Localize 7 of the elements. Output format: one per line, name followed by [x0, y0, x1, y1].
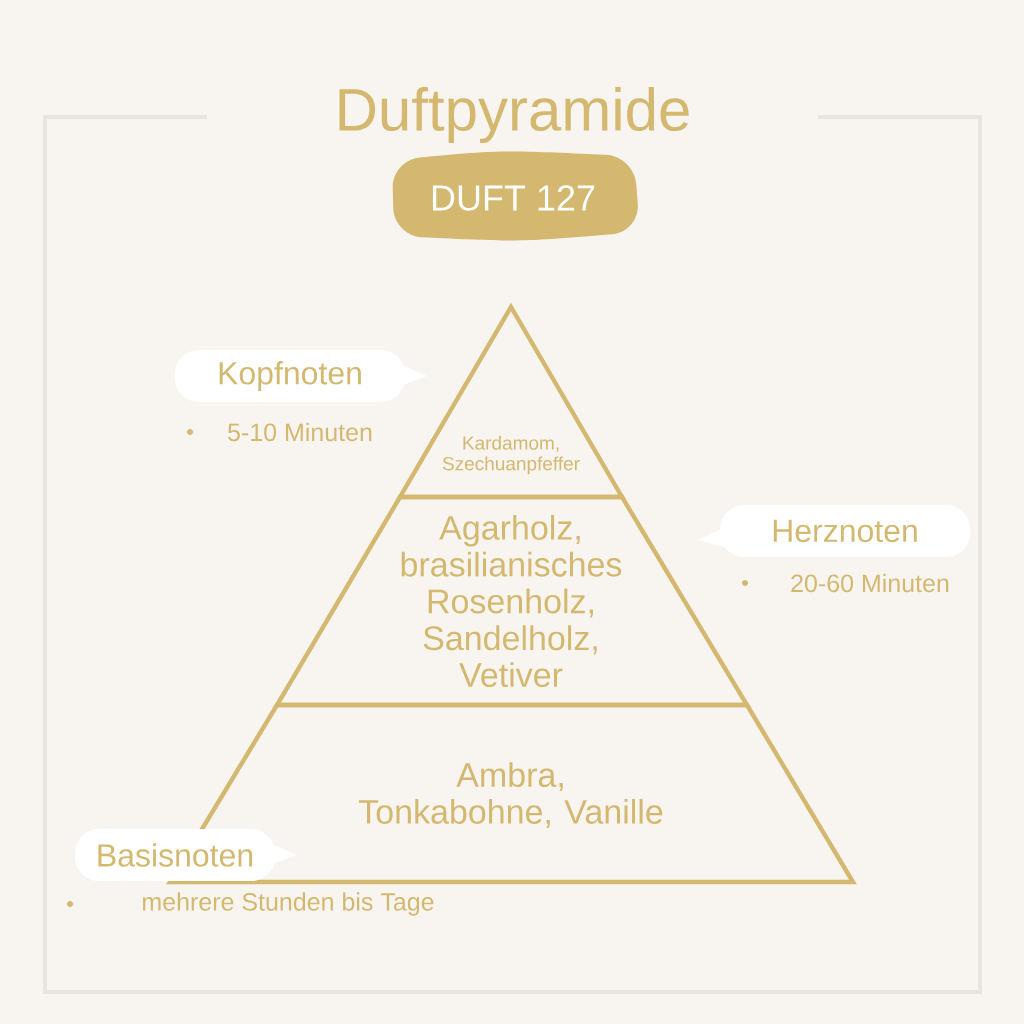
title: Duftpyramide — [339, 87, 689, 143]
duration-text: 5-10 Minuten — [228, 422, 372, 442]
duration-text: mehrere Stunden bis Tage — [143, 892, 434, 916]
speech-bubble: Kopfnoten — [175, 350, 427, 402]
speech-bubble: Herznoten — [698, 505, 970, 557]
duration-text: 20-60 Minuten — [791, 573, 949, 593]
speech-bubble: Basisnoten — [75, 829, 297, 881]
